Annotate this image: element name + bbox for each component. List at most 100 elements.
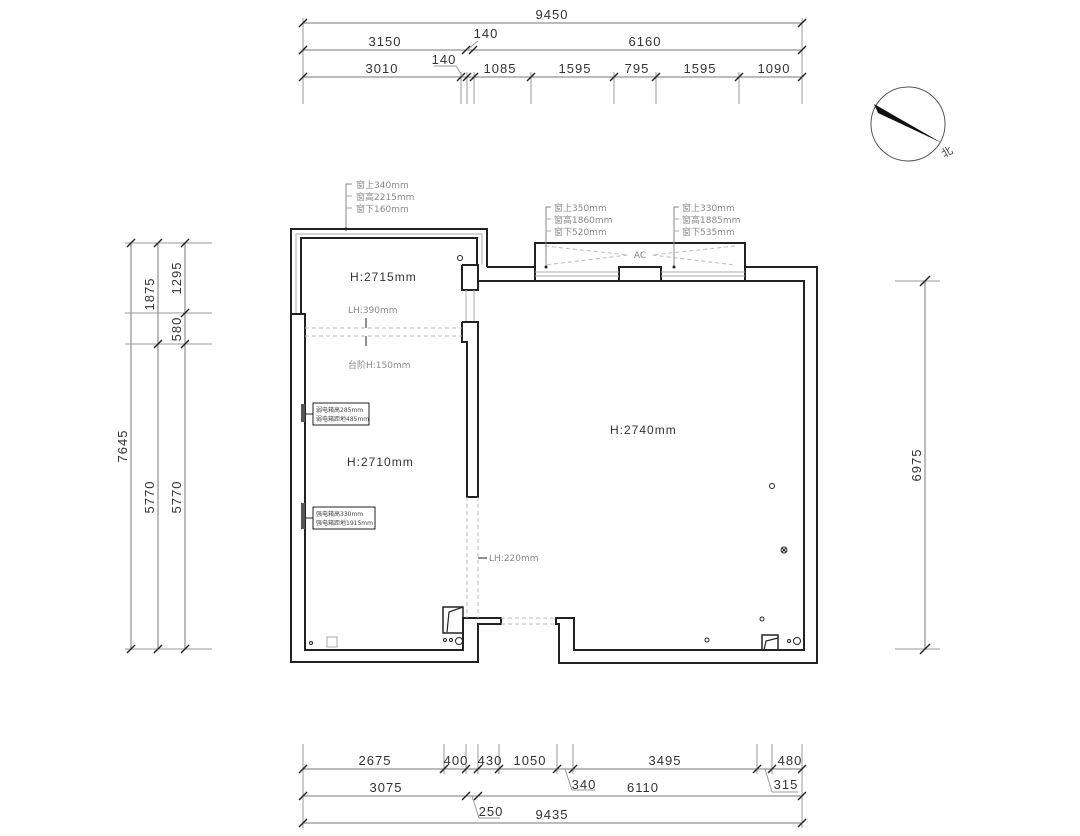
dim-top-row2: 6160 xyxy=(629,34,662,49)
dimension-tick xyxy=(797,764,807,774)
dim-top-row3: 1090 xyxy=(758,61,791,76)
left-dimension-chain: 7645 1875 5770 1295 580 5770 xyxy=(115,238,212,654)
dimension-tick xyxy=(298,764,308,774)
window-note-line: 窗上350mm xyxy=(554,202,607,214)
strong-current-box-icon xyxy=(301,503,305,529)
dimension-tick xyxy=(462,72,472,82)
window-note-line: 窗下160mm xyxy=(356,203,409,215)
balcony-height-label: H:2715mm xyxy=(350,270,417,284)
bottom-dimension-chain: 2675 400 430 1050 3495 480 340 315 3075 … xyxy=(298,744,807,828)
dim-left-col3: 580 xyxy=(169,317,184,342)
window-notes: 窗上340mm 窗高2215mm 窗下160mm 窗上350mm 窗高1860m… xyxy=(344,179,740,269)
dim-left-col3: 1295 xyxy=(169,262,184,295)
dimension-tick xyxy=(153,644,163,654)
dimension-tick xyxy=(180,644,190,654)
compass-circle xyxy=(870,86,946,162)
dimension-tick xyxy=(651,72,661,82)
dim-bottom-row1: 3495 xyxy=(649,753,682,768)
dim-bottom-row1: 2675 xyxy=(359,753,392,768)
dimension-tick xyxy=(126,644,136,654)
beam-height-label: LH:390mm xyxy=(348,306,398,316)
dimension-tick xyxy=(461,764,471,774)
dimension-tick xyxy=(734,72,744,82)
shaft-icon xyxy=(442,606,464,634)
panel-note-box xyxy=(312,506,376,530)
dim-bottom-row1: 480 xyxy=(778,753,803,768)
dim-bottom-row1: 1050 xyxy=(514,753,547,768)
dim-top-row3: 3010 xyxy=(366,61,399,76)
dimension-tick xyxy=(797,818,807,828)
dim-bottom-row2: 6110 xyxy=(627,780,659,795)
dim-bottom-leader: 250 xyxy=(479,804,504,819)
dimension-tick xyxy=(797,791,807,801)
panel-note-line: 弱电箱距地485mm xyxy=(316,415,369,423)
dimension-tick xyxy=(552,764,562,774)
dimension-tick xyxy=(180,308,190,318)
dimension-tick xyxy=(461,45,471,55)
dim-bottom-row1: 400 xyxy=(444,753,469,768)
dim-left-col3: 5770 xyxy=(169,481,184,514)
dimension-tick xyxy=(797,18,807,28)
dimension-tick xyxy=(180,339,190,349)
dim-right-overall: 6975 xyxy=(909,449,924,482)
window-note-line: 窗下520mm xyxy=(554,226,607,238)
shaft-icon xyxy=(761,634,779,651)
dim-top-row3: 1085 xyxy=(484,61,517,76)
dimension-tick xyxy=(469,72,479,82)
panel-note-box xyxy=(312,402,370,426)
dimension-tick xyxy=(752,764,762,774)
dim-top-row3: 1595 xyxy=(684,61,717,76)
compass-north-label: 北 xyxy=(939,144,955,161)
dimension-tick xyxy=(609,72,619,82)
right-dimension: 6975 xyxy=(895,275,940,655)
dim-bottom-leader: 315 xyxy=(774,777,799,792)
dim-bottom-row1: 430 xyxy=(478,753,503,768)
dim-left-overall: 7645 xyxy=(115,430,130,463)
dimension-tick xyxy=(473,764,483,774)
top-dimension-chain: 9450 3150 140 6160 3010 140 1085 1595 79… xyxy=(298,7,807,104)
dim-top-overall: 9450 xyxy=(536,7,569,22)
dimension-tick xyxy=(767,764,777,774)
main-room-height-label: H:2740mm xyxy=(610,423,677,437)
dimension-tick xyxy=(153,238,163,248)
step-height-label: 台阶H:150mm xyxy=(348,359,411,371)
dim-top-row2: 140 xyxy=(474,26,499,41)
dim-left-col2: 1875 xyxy=(142,278,157,311)
ac-label: AC xyxy=(634,251,646,261)
dimension-tick xyxy=(468,45,478,55)
weak-current-box-icon xyxy=(301,404,305,422)
dimension-tick xyxy=(439,764,449,774)
dim-left-col2: 5770 xyxy=(142,481,157,514)
pipe-icon xyxy=(457,255,463,261)
left-room-height-label: H:2710mm xyxy=(347,455,414,469)
dimension-tick xyxy=(494,764,504,774)
dim-bottom-leader: 340 xyxy=(572,777,597,792)
dimension-tick xyxy=(568,764,578,774)
walls: AC xyxy=(290,228,818,664)
dim-top-row3: 1595 xyxy=(559,61,592,76)
dimension-tick xyxy=(797,45,807,55)
fixtures: 弱电箱高285mm 弱电箱距地485mm 强电箱高330mm 强电箱距地1915… xyxy=(301,255,801,651)
north-compass: 北 xyxy=(870,86,955,162)
dim-top-row3: 140 xyxy=(432,52,457,67)
dimension-tick xyxy=(126,238,136,248)
dimension-tick xyxy=(298,791,308,801)
dim-top-row2: 3150 xyxy=(369,34,402,49)
panel-note-line: 弱电箱高285mm xyxy=(316,406,363,414)
dim-bottom-overall: 9435 xyxy=(536,807,569,822)
dimension-tick xyxy=(298,818,308,828)
dimension-tick xyxy=(153,339,163,349)
dimension-tick xyxy=(461,791,471,801)
window-note-line: 窗高1885mm xyxy=(682,214,740,226)
dimension-tick xyxy=(526,72,536,82)
window-note-line: 窗上330mm xyxy=(682,202,735,214)
socket-icon xyxy=(780,546,788,554)
window-note-line: 窗高2215mm xyxy=(356,191,414,203)
door-beam-height-label: LH:220mm xyxy=(489,554,539,564)
dimension-tick xyxy=(298,72,308,82)
window-note-line: 窗上340mm xyxy=(356,179,409,191)
panel-note-line: 强电箱距地1915mm xyxy=(316,519,373,527)
dimension-tick xyxy=(298,18,308,28)
